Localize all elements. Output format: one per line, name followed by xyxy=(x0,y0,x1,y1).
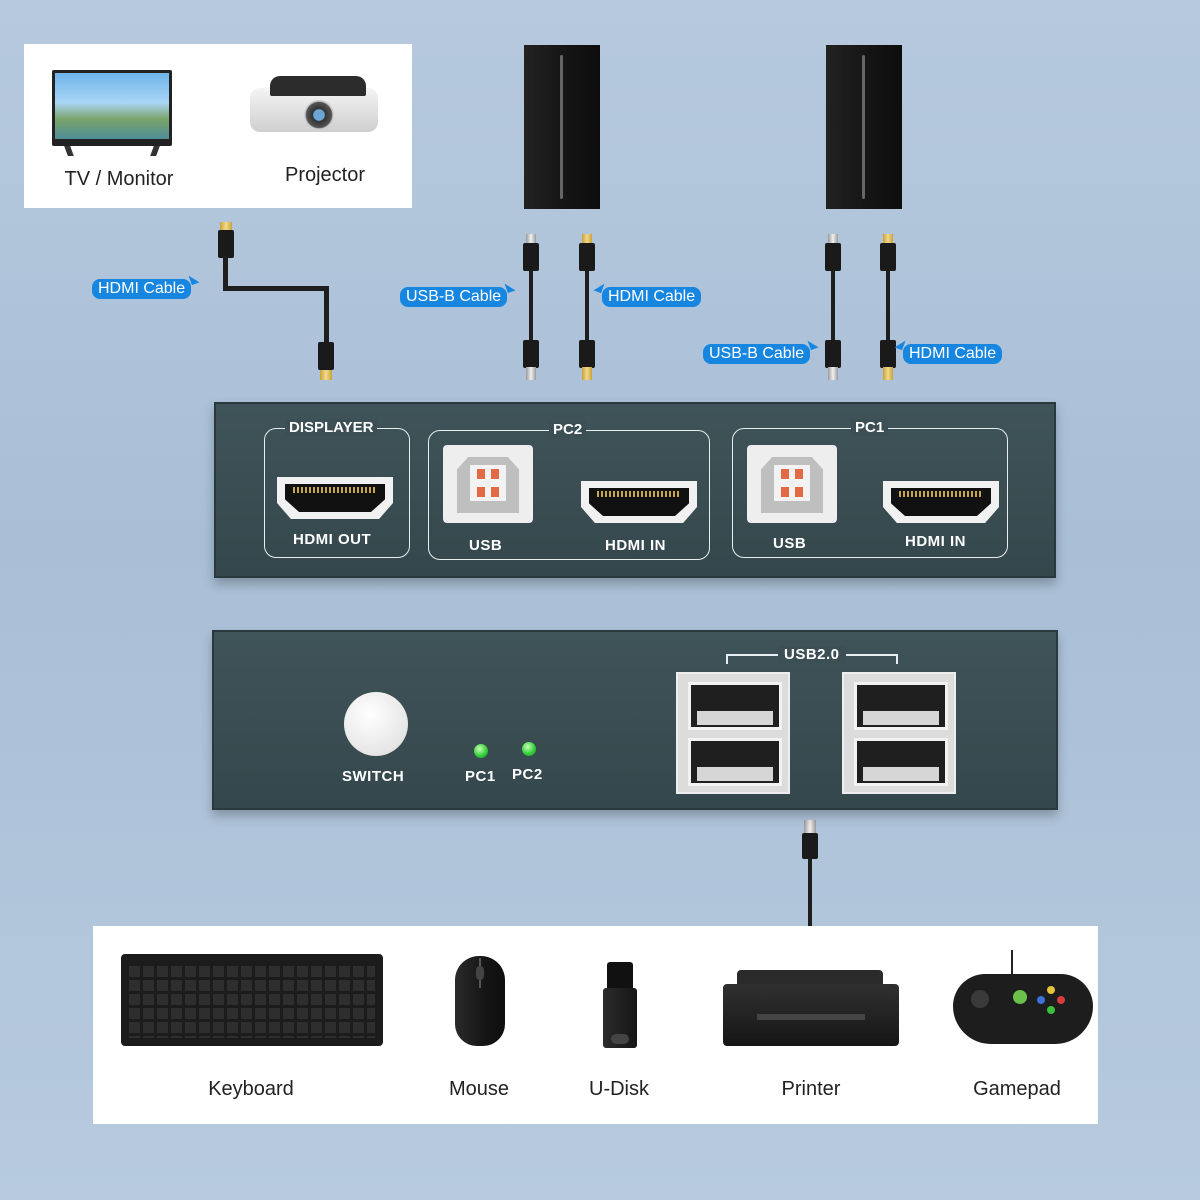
mouse-image xyxy=(455,956,505,1046)
pc1-tower-image xyxy=(826,45,902,209)
keyboard-image xyxy=(121,954,383,1046)
usb2-label: USB2.0 xyxy=(778,646,846,663)
pc2-tower-image xyxy=(524,45,600,209)
gamepad-image xyxy=(953,950,1093,1050)
pc2-usb-label: USB xyxy=(469,537,503,554)
usb-a-port-stack-right[interactable] xyxy=(842,672,956,794)
pc1-group: PC1 USB HDMI IN xyxy=(732,419,1008,558)
pc1-led-label: PC1 xyxy=(465,768,496,785)
pc2-hdmi-in-port[interactable] xyxy=(581,481,697,523)
pc2-led-label: PC2 xyxy=(512,766,543,783)
pc2-group: PC2 USB HDMI IN xyxy=(428,421,710,560)
pc2-led-indicator xyxy=(522,742,536,756)
pc1-hdmi-in-label: HDMI IN xyxy=(905,533,966,550)
switch-label: SWITCH xyxy=(342,768,405,785)
displayer-title: DISPLAYER xyxy=(285,419,378,436)
pc1-led-indicator xyxy=(474,744,488,758)
u-disk-image xyxy=(603,962,637,1048)
projector-image xyxy=(250,68,378,148)
pc1-title: PC1 xyxy=(851,419,889,436)
pc2-hdmi-in-label: HDMI IN xyxy=(605,537,666,554)
switch-button[interactable] xyxy=(344,692,408,756)
display-devices-card: TV / Monitor Projector xyxy=(24,44,412,208)
displayer-group: DISPLAYER HDMI OUT xyxy=(264,419,410,558)
kvm-front-panel: SWITCH PC1 PC2 USB2.0 xyxy=(212,630,1058,810)
tag-hdmi-cable-display: HDMI Cable xyxy=(92,279,192,299)
pc1-usb-label: USB xyxy=(773,535,807,552)
printer-label: Printer xyxy=(781,1078,841,1100)
pc1-usb-port[interactable] xyxy=(747,445,837,523)
hdmi-out-label: HDMI OUT xyxy=(293,531,372,548)
tag-usbb-cable-pc2: USB-B Cable xyxy=(400,287,508,307)
tag-usbb-cable-pc1: USB-B Cable xyxy=(703,344,811,364)
tag-hdmi-cable-pc1: HDMI Cable xyxy=(903,344,1003,364)
keyboard-label: Keyboard xyxy=(208,1078,294,1100)
hdmi-out-port[interactable] xyxy=(277,477,393,519)
pc1-hdmi-in-port[interactable] xyxy=(883,481,999,523)
projector-label: Projector xyxy=(284,164,366,186)
mouse-label: Mouse xyxy=(448,1078,510,1100)
usb-a-port-stack-left[interactable] xyxy=(676,672,790,794)
pc2-usb-port[interactable] xyxy=(443,445,533,523)
pc2-title: PC2 xyxy=(549,421,587,438)
peripherals-card: Keyboard Mouse U-Disk Printer Gamepad xyxy=(93,926,1098,1124)
gamepad-label: Gamepad xyxy=(973,1078,1061,1100)
tv-monitor-label: TV / Monitor xyxy=(64,168,174,190)
kvm-back-panel: DISPLAYER HDMI OUT PC2 USB HDMI IN PC1 U… xyxy=(214,402,1056,578)
printer-image xyxy=(723,970,899,1046)
tv-monitor-image xyxy=(52,70,172,160)
u-disk-label: U-Disk xyxy=(589,1078,649,1100)
tag-hdmi-cable-pc2: HDMI Cable xyxy=(602,287,702,307)
